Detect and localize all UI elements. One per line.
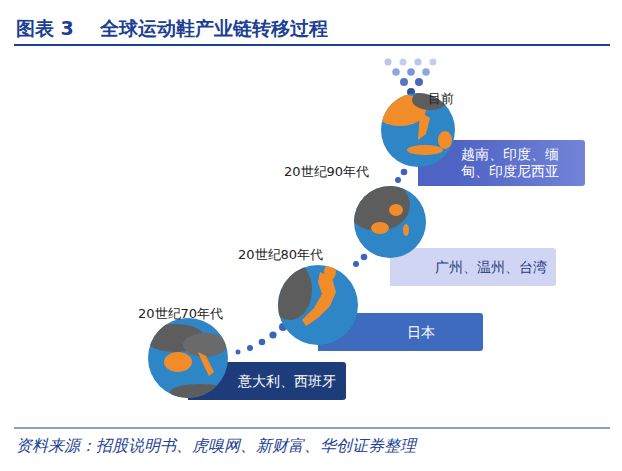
source-caption: 资料来源：招股说明书、虎嗅网、新财富、华创证券整理 <box>16 436 416 457</box>
period-label: 20世纪80年代 <box>238 246 323 264</box>
globe-japan <box>268 260 358 345</box>
period-label: 20世纪90年代 <box>284 163 369 181</box>
caption-rule <box>14 428 610 429</box>
place-name: 日本 <box>407 324 435 341</box>
place-name: 广州、温州、台湾 <box>435 259 547 276</box>
stage-box: 日本 <box>358 313 483 351</box>
stage-box: 意大利、西班牙 <box>230 362 346 400</box>
stage-box: 越南、印度、缅甸、印度尼西亚 <box>455 140 585 186</box>
period-label: 目前 <box>428 90 454 108</box>
chart-title: 图表 3 全球运动鞋产业链转移过程 <box>16 16 328 42</box>
stage-box: 广州、温州、台湾 <box>426 248 556 286</box>
period-label: 20世纪70年代 <box>138 305 223 323</box>
dot-cluster <box>385 59 437 97</box>
place-name: 意大利、西班牙 <box>238 373 336 390</box>
place-name: 越南、印度、缅甸、印度尼西亚 <box>461 146 575 180</box>
globe-china <box>346 179 426 258</box>
title-rule <box>14 44 610 46</box>
globe-europe <box>145 318 230 400</box>
globe-southeast-asia <box>374 90 455 167</box>
